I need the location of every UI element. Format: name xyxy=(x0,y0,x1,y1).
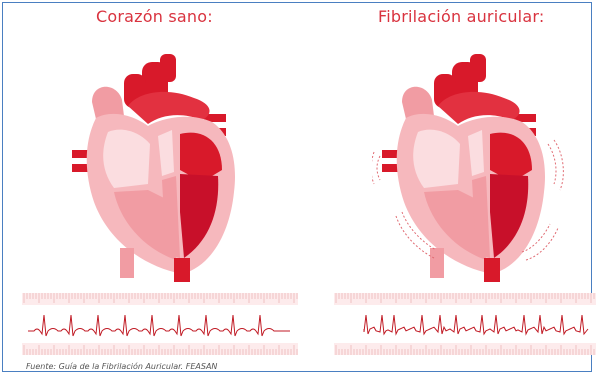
ecg-trace-icon xyxy=(22,293,298,355)
heart-illustration xyxy=(382,54,546,282)
healthy-heart-title: Corazón sano: xyxy=(96,7,213,26)
heart-icon xyxy=(72,54,236,282)
afib-ecg-trace-icon xyxy=(334,293,596,355)
fibrillation-lines xyxy=(372,139,564,261)
source-caption: Fuente: Guía de la Fibrilación Auricular… xyxy=(26,362,218,371)
heart-illustration xyxy=(72,54,236,282)
fibrillating-heart-icon xyxy=(372,54,564,282)
afib-heart-title: Fibrilación auricular: xyxy=(378,7,545,26)
figure-frame xyxy=(2,2,592,372)
